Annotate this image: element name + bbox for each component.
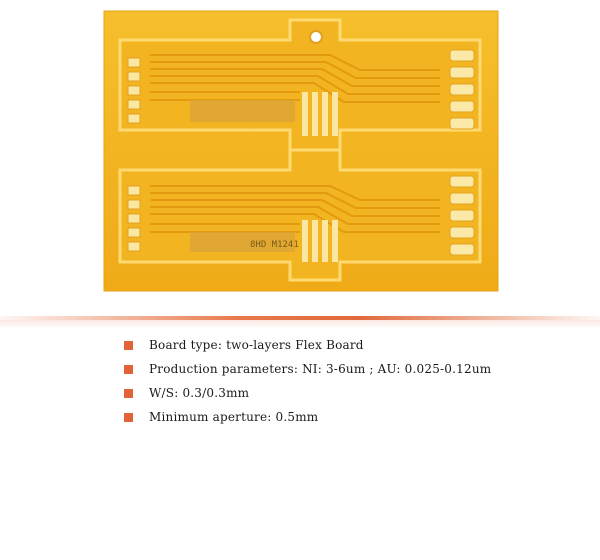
spec-item-board-type: Board type: two-layers Flex Board xyxy=(124,333,491,357)
upper-mount-hole xyxy=(309,30,323,44)
spec-list: Board type: two-layers Flex Board Produc… xyxy=(124,333,491,429)
spec-text: W/S: 0.3/0.3mm xyxy=(149,386,250,400)
spec-item-minimum-aperture: Minimum aperture: 0.5mm xyxy=(124,405,491,429)
flex-pcb-illustration: 8HD M1241 xyxy=(103,10,499,292)
square-bullet-icon xyxy=(124,364,133,374)
upper-chip-pads xyxy=(302,92,338,136)
upper-circuit xyxy=(118,18,482,152)
square-bullet-icon xyxy=(124,388,133,398)
section-divider-shadow xyxy=(0,320,600,328)
flex-pcb-photo: 8HD M1241 xyxy=(103,10,499,292)
spec-text: Board type: two-layers Flex Board xyxy=(149,338,364,352)
upper-marking-area xyxy=(190,100,295,122)
upper-left-pads xyxy=(127,57,141,124)
lower-left-pads xyxy=(127,185,141,252)
upper-right-pads xyxy=(449,49,475,130)
square-bullet-icon xyxy=(124,412,133,422)
board-marking: 8HD M1241 xyxy=(250,240,299,250)
lower-circuit xyxy=(118,148,482,282)
lower-chip-pads xyxy=(302,220,338,262)
spec-item-line-width-spacing: W/S: 0.3/0.3mm xyxy=(124,381,491,405)
square-bullet-icon xyxy=(124,340,133,350)
section-divider xyxy=(0,316,600,320)
spec-text: Production parameters: NI: 3-6um ; AU: 0… xyxy=(149,362,492,376)
spec-text: Minimum aperture: 0.5mm xyxy=(149,410,319,424)
lower-marking-area xyxy=(190,232,295,252)
lower-right-pads xyxy=(449,175,475,256)
spec-item-production-parameters: Production parameters: NI: 3-6um ; AU: 0… xyxy=(124,357,491,381)
